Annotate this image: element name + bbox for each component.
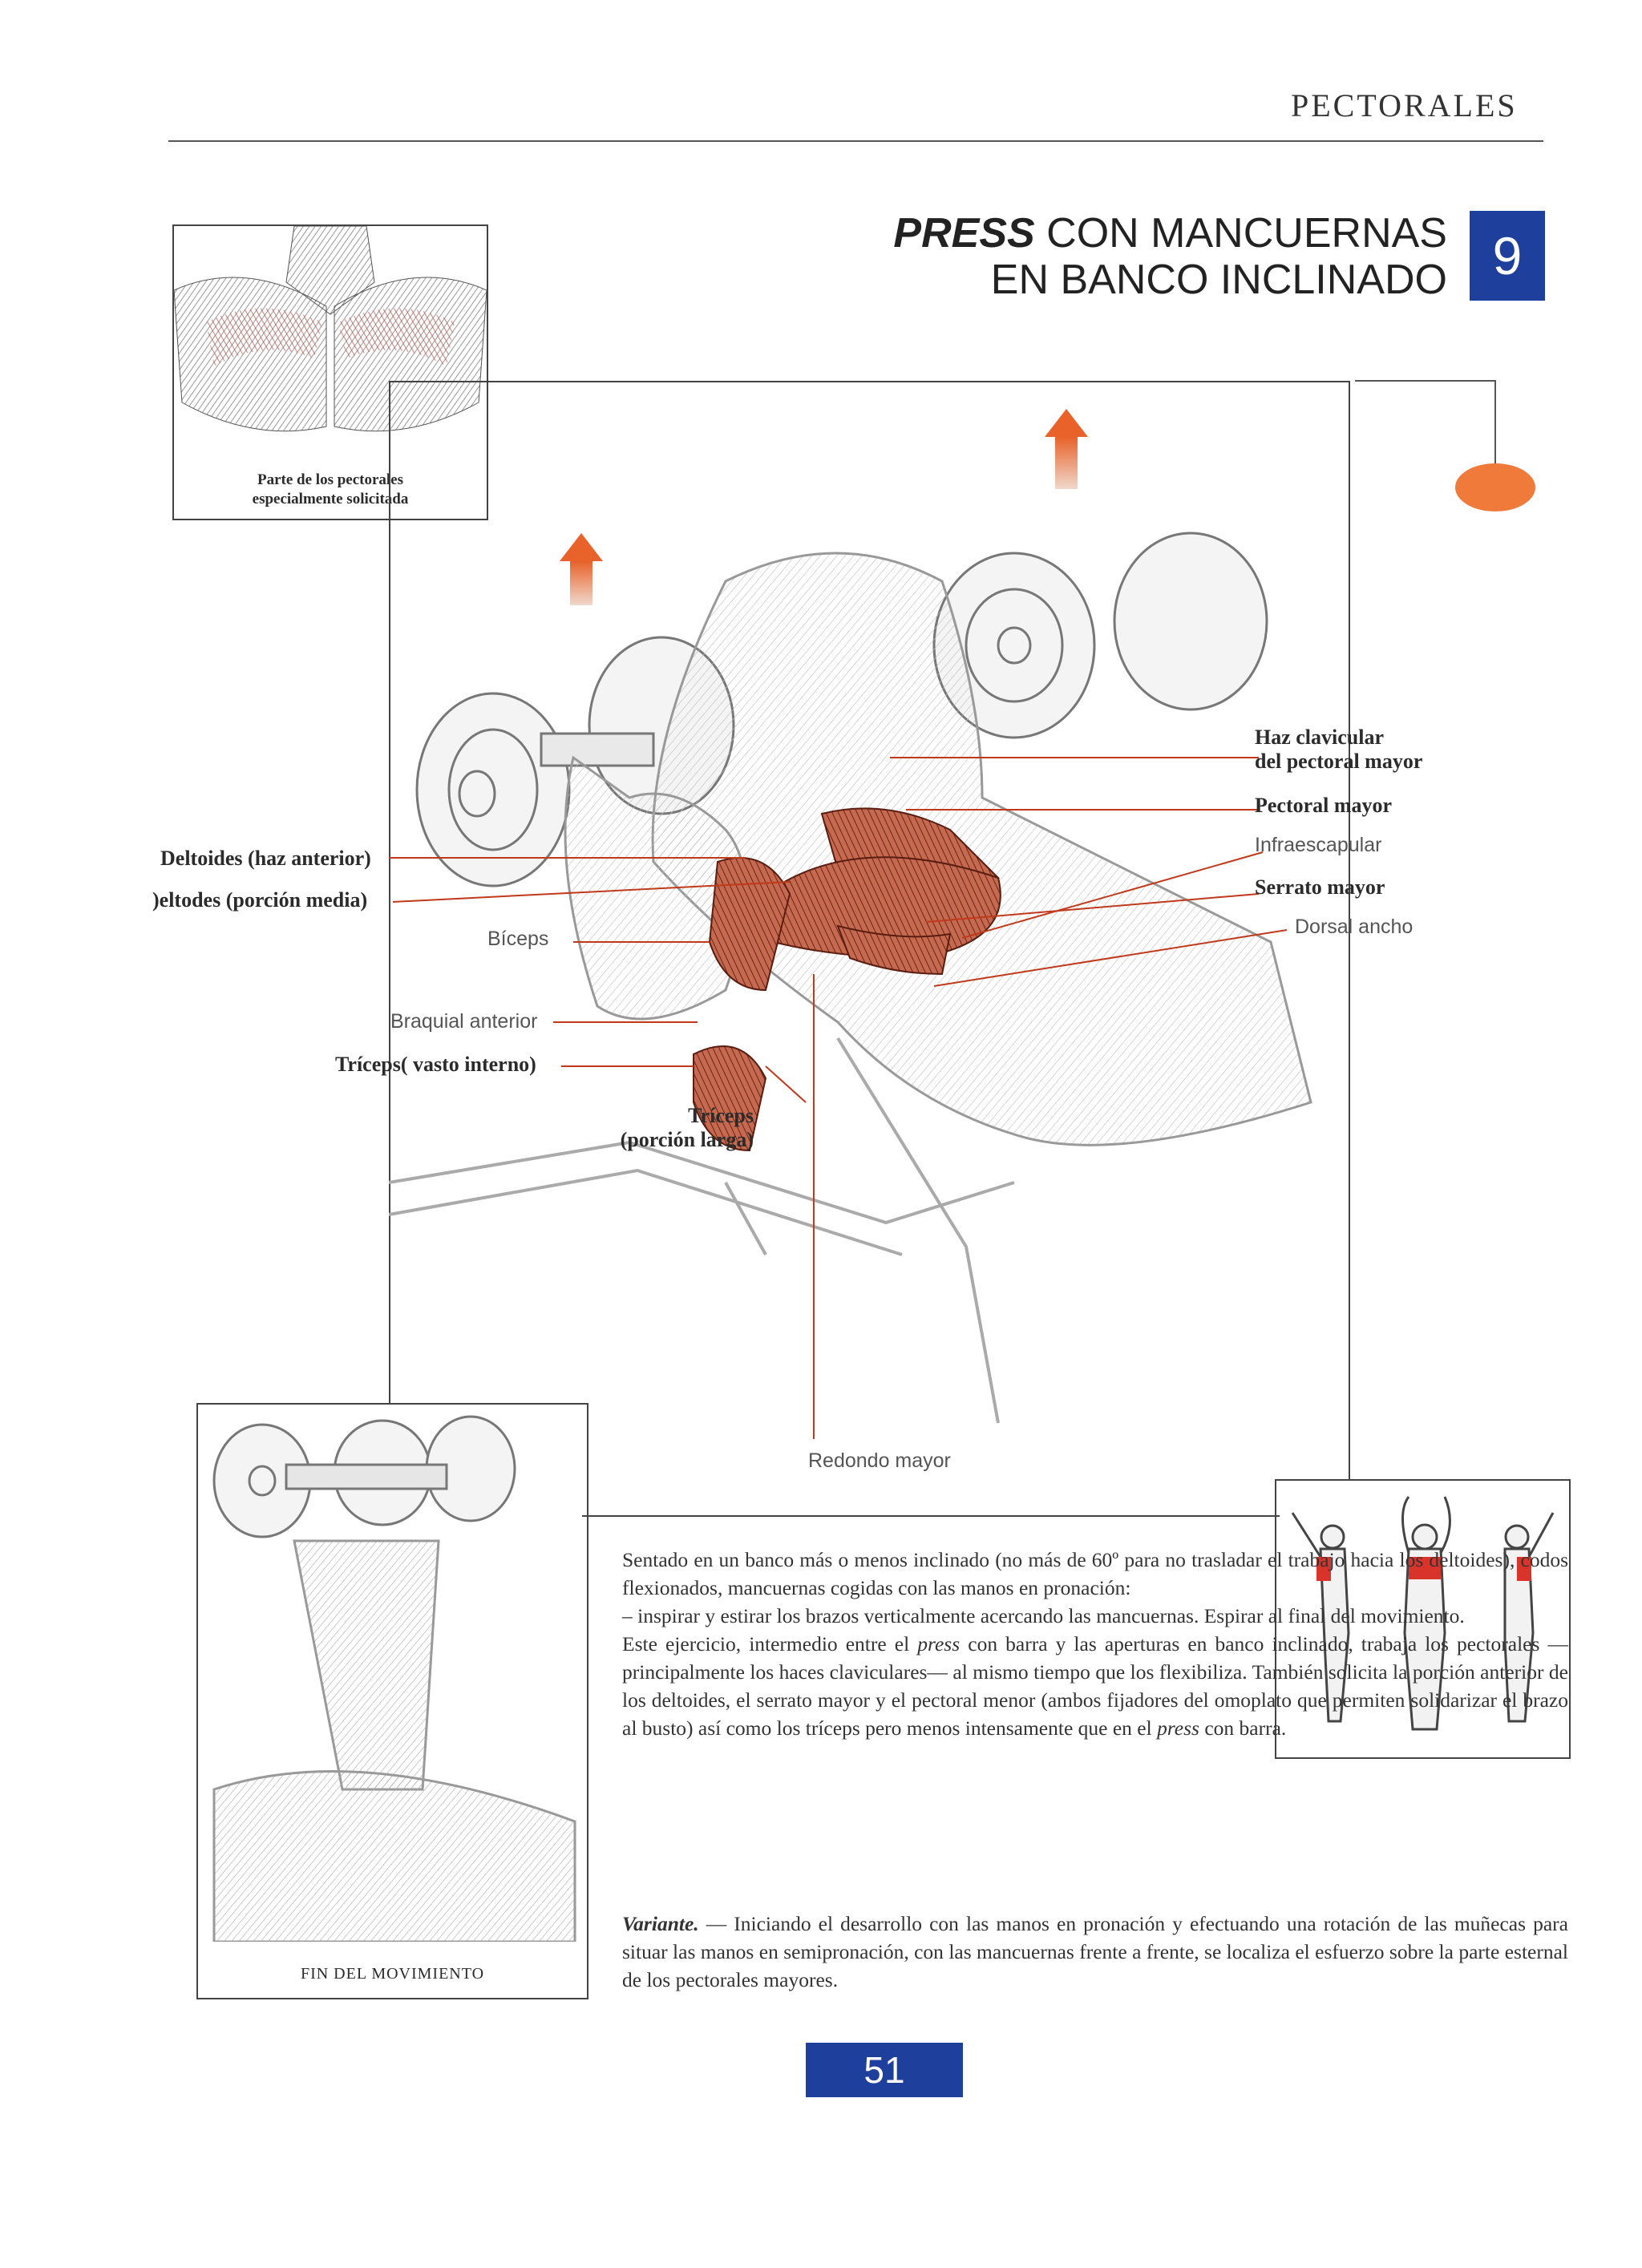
label-triceps-larga-line2: (porción larga) <box>620 1128 754 1151</box>
variant-text: — Iniciando el desarrollo con las manos … <box>622 1912 1568 1991</box>
title-italic: PRESS <box>893 210 1035 257</box>
pectoral-major <box>764 856 1001 960</box>
dumbbell-right <box>932 532 1268 739</box>
variant-label: Variante. <box>622 1912 699 1935</box>
orange-oval-icon <box>1455 463 1535 511</box>
label-haz-clavicular-line2: del pectoral mayor <box>1255 750 1423 773</box>
details-part-b: con barra y las aperturas en banco incli… <box>622 1632 1568 1740</box>
label-redondo-mayor: Redondo mayor <box>808 1449 951 1472</box>
exercise-title: PRESS CON MANCUERNAS EN BANCO INCLINADO <box>893 210 1447 303</box>
triceps <box>693 1045 767 1152</box>
inset-caption-line1: Parte de los pectorales <box>257 471 404 488</box>
label-pectoral-mayor: Pectoral mayor <box>1255 794 1393 817</box>
exercise-number-badge: 9 <box>1470 211 1545 301</box>
details-press-2: press <box>1157 1716 1199 1740</box>
finish-inset: FIN DEL MOVIMIENTO <box>196 1403 588 1999</box>
inset-caption: Parte de los pectorales especialmente so… <box>174 471 487 509</box>
serratus <box>836 924 952 976</box>
inset-caption-line2: especialmente solicitada <box>252 491 409 507</box>
body-figures-illustration <box>1291 1496 1555 1731</box>
title-line2: EN BANCO INCLINADO <box>990 257 1447 303</box>
label-haz-clavicular-line1: Haz clavicular <box>1255 726 1385 749</box>
description-setup: Sentado en un banco más o menos inclinad… <box>622 1548 1568 1599</box>
label-dorsal-ancho: Dorsal ancho <box>1295 916 1413 938</box>
label-triceps-larga: Tríceps (porción larga) <box>609 1104 754 1152</box>
finish-caption: FIN DEL MOVIMIENTO <box>300 1965 485 1983</box>
variant-paragraph: Variante. — Iniciando el desarrollo con … <box>622 1910 1568 1994</box>
label-haz-clavicular: Haz clavicular del pectoral mayor <box>1255 726 1422 774</box>
label-deltoides-media: )eltodes (porción media) <box>152 888 368 912</box>
text-top-rule <box>582 1515 1280 1517</box>
description-steps: – inspirar y estirar los brazos vertical… <box>622 1604 1465 1627</box>
muscle-inset: Parte de los pectorales especialmente so… <box>172 224 488 520</box>
label-biceps: Bíceps <box>487 928 549 950</box>
label-infraescapular: Infraescapular <box>1255 834 1382 856</box>
description-details: Este ejercicio, intermedio entre el pres… <box>622 1630 1568 1742</box>
page-number: 51 <box>806 2043 963 2097</box>
deltoid <box>708 857 791 992</box>
exercise-description: Sentado en un banco más o menos inclinad… <box>622 1546 1568 1742</box>
label-triceps-vasto: Tríceps( vasto interno) <box>335 1053 536 1076</box>
chest-muscles-illustration <box>173 225 487 432</box>
details-press-1: press <box>917 1632 961 1656</box>
label-deltoides-anterior: Deltoides (haz anterior) <box>160 847 371 870</box>
up-arrow-icon <box>560 533 603 605</box>
header-rule <box>168 140 1543 142</box>
incline-press-illustration <box>389 409 1312 1439</box>
label-braquial-anterior: Braquial anterior <box>390 1010 538 1033</box>
label-serrato-mayor: Serrato mayor <box>1255 875 1385 899</box>
corner-decoration <box>1355 380 1535 511</box>
body-figures-box <box>1275 1479 1571 1759</box>
details-part-a: Este ejercicio, intermedio entre el <box>622 1632 918 1656</box>
title-line1: CON MANCUERNAS <box>1046 210 1447 257</box>
finish-illustration <box>212 1415 576 1943</box>
label-triceps-larga-line1: Tríceps <box>688 1104 754 1127</box>
illustration-frame <box>389 381 1350 1481</box>
details-part-c: con barra. <box>1199 1716 1287 1740</box>
up-arrow-icon <box>1045 409 1088 489</box>
section-title: PECTORALES <box>1291 87 1518 123</box>
leader-lines <box>389 757 1288 1439</box>
